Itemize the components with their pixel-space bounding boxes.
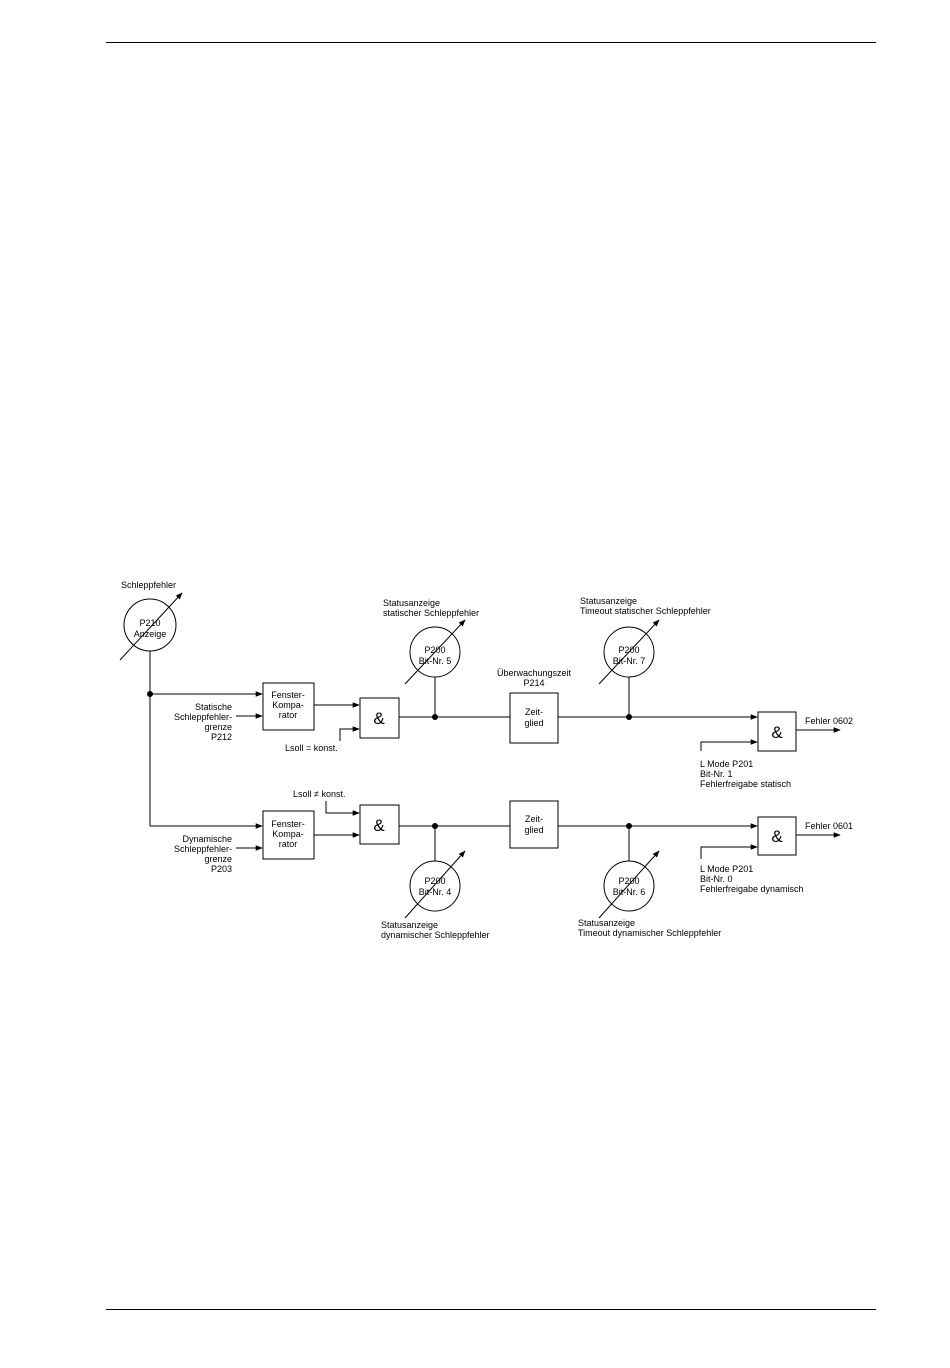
- p200-bit4-label: P200: [424, 876, 445, 886]
- dynamic-timer: [509, 800, 559, 849]
- wire-lsoll-not-const: [325, 801, 360, 816]
- p200-bit6-arrow: [598, 850, 660, 919]
- dynamic-output-and-gate: [757, 816, 797, 856]
- dynamic-input-label-1: Dynamische: [182, 834, 232, 844]
- static-output-and-gate: [757, 711, 797, 752]
- dynamic-input-label-4: P203: [211, 864, 232, 874]
- enable-dynamic-label-2: Bit-Nr. 0: [700, 874, 733, 884]
- enable-static-label-2: Bit-Nr. 1: [700, 769, 733, 779]
- enable-dynamic-label-1: L Mode P201: [700, 864, 753, 874]
- fehler-0601-label: Fehler 0601: [805, 821, 853, 831]
- static-input-label-3: grenze: [204, 722, 232, 732]
- dynamic-and-gate: [359, 804, 400, 845]
- lsoll-not-const-label: Lsoll ≠ konst.: [293, 789, 345, 799]
- schleppfehler-label: Schleppfehler: [121, 580, 176, 590]
- dynamic-comparator-label-1: Fenster-: [271, 819, 305, 829]
- monitoring-time-label-2: P214: [523, 678, 544, 688]
- p210-label: P210: [139, 618, 160, 628]
- wire-enable-static: [700, 739, 758, 751]
- bit6-label: Bit-Nr. 6: [613, 887, 646, 897]
- p200-bit5-arrow: [404, 619, 466, 685]
- dynamic-input-label-2: Schleppfehler-: [174, 844, 232, 854]
- dynamic-comparator-label-2: Kompa-: [272, 829, 304, 839]
- static-input-label-1: Statische: [195, 702, 232, 712]
- status-static-label-1: Statusanzeige: [383, 598, 440, 608]
- lsoll-const-label: Lsoll = konst.: [285, 743, 338, 753]
- status-timeout-static-label-1: Statusanzeige: [580, 596, 637, 606]
- static-comparator-label-2: Kompa-: [272, 700, 304, 710]
- bit4-label: Bit-Nr. 4: [419, 887, 452, 897]
- fehler-0602-label: Fehler 0602: [805, 716, 853, 726]
- status-timeout-static-label-2: Timeout statischer Schleppfehler: [580, 606, 711, 616]
- status-dynamic-label-1: Statusanzeige: [381, 920, 438, 930]
- static-and-symbol: &: [373, 709, 385, 728]
- dynamic-and-symbol: &: [373, 816, 385, 835]
- dynamic-input-label-3: grenze: [204, 854, 232, 864]
- status-dynamic-label-2: dynamischer Schleppfehler: [381, 930, 490, 940]
- bit5-label: Bit-Nr. 5: [419, 656, 452, 666]
- enable-dynamic-label-3: Fehlerfreigabe dynamisch: [700, 884, 804, 894]
- dynamic-timer-label-2: glied: [524, 825, 543, 835]
- bit7-label: Bit-Nr. 7: [613, 656, 646, 666]
- static-and-gate: [359, 697, 400, 739]
- static-timer: [509, 692, 559, 744]
- monitoring-time-label-1: Überwachungszeit: [497, 668, 572, 678]
- static-output-and-symbol: &: [771, 723, 783, 742]
- p200-bit4-arrow: [404, 850, 466, 919]
- p210-display-arrow: [119, 592, 183, 661]
- p200-bit5-label: P200: [424, 645, 445, 655]
- enable-static-label-1: L Mode P201: [700, 759, 753, 769]
- static-comparator-label-1: Fenster-: [271, 690, 305, 700]
- p210-anzeige-label: Anzeige: [134, 629, 167, 639]
- wire-enable-dynamic: [700, 844, 758, 859]
- status-timeout-dynamic-label-2: Timeout dynamischer Schleppfehler: [578, 928, 721, 938]
- dynamic-comparator-label-3: rator: [279, 839, 298, 849]
- enable-static-label-3: Fehlerfreigabe statisch: [700, 779, 791, 789]
- static-comparator-label-3: rator: [279, 710, 298, 720]
- wire-lsoll-const: [339, 726, 360, 741]
- static-input-label-2: Schleppfehler-: [174, 712, 232, 722]
- header-rule: [106, 42, 876, 43]
- status-timeout-dynamic-label-1: Statusanzeige: [578, 918, 635, 928]
- footer-rule: [106, 1309, 876, 1310]
- static-input-label-4: P212: [211, 732, 232, 742]
- static-timer-label-1: Zeit-: [525, 707, 543, 717]
- static-window-comparator: [262, 682, 315, 731]
- p200-bit6-label: P200: [618, 876, 639, 886]
- p200-bit7-arrow: [598, 619, 660, 685]
- dynamic-timer-label-1: Zeit-: [525, 814, 543, 824]
- p200-bit7-label: P200: [618, 645, 639, 655]
- status-static-label-2: statischer Schleppfehler: [383, 608, 479, 618]
- static-timer-label-2: glied: [524, 718, 543, 728]
- dynamic-output-and-symbol: &: [771, 827, 783, 846]
